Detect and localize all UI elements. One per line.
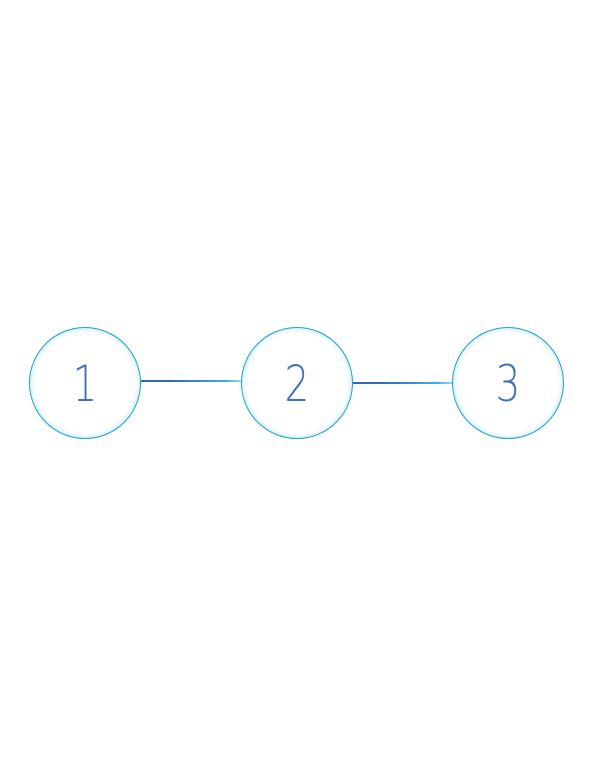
connector-line-1-2 bbox=[141, 380, 241, 382]
connector-line-2-3 bbox=[353, 382, 452, 384]
step-circle-2: 2 bbox=[241, 327, 353, 439]
step-circle-3: 3 bbox=[452, 327, 564, 439]
step-number-3: 3 bbox=[495, 355, 521, 413]
step-number-1: 1 bbox=[72, 355, 98, 413]
step-number-2: 2 bbox=[284, 355, 310, 413]
step-circle-1: 1 bbox=[29, 327, 141, 439]
